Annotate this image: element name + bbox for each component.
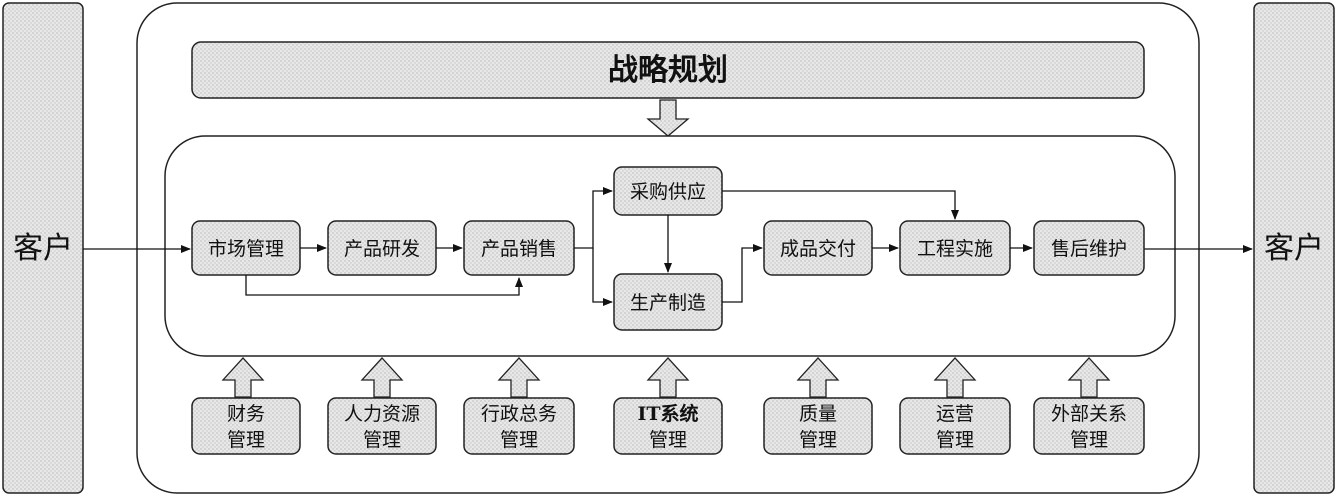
node-procure: 采购供应 [613, 166, 723, 216]
support-admin-line1: 行政总务 [481, 403, 557, 425]
support-quality: 质量 管理 [763, 357, 873, 455]
support-external: 外部关系 管理 [1033, 357, 1145, 455]
strategy-label: 战略规划 [608, 53, 728, 88]
node-deliver: 成品交付 [763, 220, 873, 276]
up-arrow-hr [360, 357, 404, 398]
customer-right-label: 客户 [1264, 231, 1324, 266]
node-procure-label: 采购供应 [630, 181, 706, 203]
node-market-label: 市场管理 [208, 238, 284, 260]
arrow-procure-project [722, 190, 959, 220]
support-finance: 财务 管理 [191, 357, 301, 455]
up-arrow-operation [933, 357, 977, 398]
customer-left-bar: 客户 [2, 2, 84, 494]
node-rnd: 产品研发 [327, 220, 437, 276]
customer-left-label: 客户 [13, 231, 73, 266]
support-operation: 运营 管理 [899, 357, 1011, 455]
support-external-line1: 外部关系 [1051, 403, 1127, 425]
support-it-line1: IT系统 [637, 402, 698, 425]
support-hr: 人力资源 管理 [327, 357, 437, 455]
node-rnd-label: 产品研发 [344, 238, 420, 260]
node-sales-label: 产品销售 [481, 238, 557, 260]
up-arrow-external [1067, 357, 1111, 398]
node-sales: 产品销售 [463, 220, 575, 276]
node-market: 市场管理 [191, 220, 301, 276]
arrow-sales-produce [592, 248, 613, 306]
customer-right-bar: 客户 [1253, 2, 1335, 494]
arrow-produce-deliver [722, 244, 763, 303]
node-project-label: 工程实施 [917, 238, 993, 260]
support-quality-line1: 质量 [799, 403, 837, 425]
node-produce: 生产制造 [613, 273, 723, 331]
node-service-label: 售后维护 [1051, 238, 1127, 260]
strategy-bar: 战略规划 [191, 41, 1145, 99]
support-admin-line2: 管理 [500, 429, 538, 451]
up-arrow-admin [497, 357, 541, 398]
arrow-sales-procure [574, 187, 613, 249]
support-hr-line2: 管理 [363, 429, 401, 451]
support-quality-line2: 管理 [799, 429, 837, 451]
support-it-line2: 管理 [649, 429, 687, 451]
up-arrow-quality [796, 357, 840, 398]
node-produce-label: 生产制造 [630, 292, 706, 314]
support-operation-line2: 管理 [936, 429, 974, 451]
support-external-line2: 管理 [1070, 429, 1108, 451]
up-arrow-finance [221, 357, 265, 398]
node-project: 工程实施 [899, 220, 1011, 276]
arrow-market-sales-bypass [245, 275, 523, 296]
support-finance-line2: 管理 [227, 429, 265, 451]
support-it: IT系统 管理 [613, 357, 723, 455]
support-hr-line1: 人力资源 [344, 403, 420, 425]
support-admin: 行政总务 管理 [463, 357, 575, 455]
up-arrow-it [646, 357, 690, 398]
support-operation-line1: 运营 [936, 403, 974, 425]
support-finance-line1: 财务 [227, 403, 265, 425]
node-deliver-label: 成品交付 [780, 238, 856, 260]
strategy-down-arrow [646, 99, 690, 137]
node-service: 售后维护 [1033, 220, 1145, 276]
